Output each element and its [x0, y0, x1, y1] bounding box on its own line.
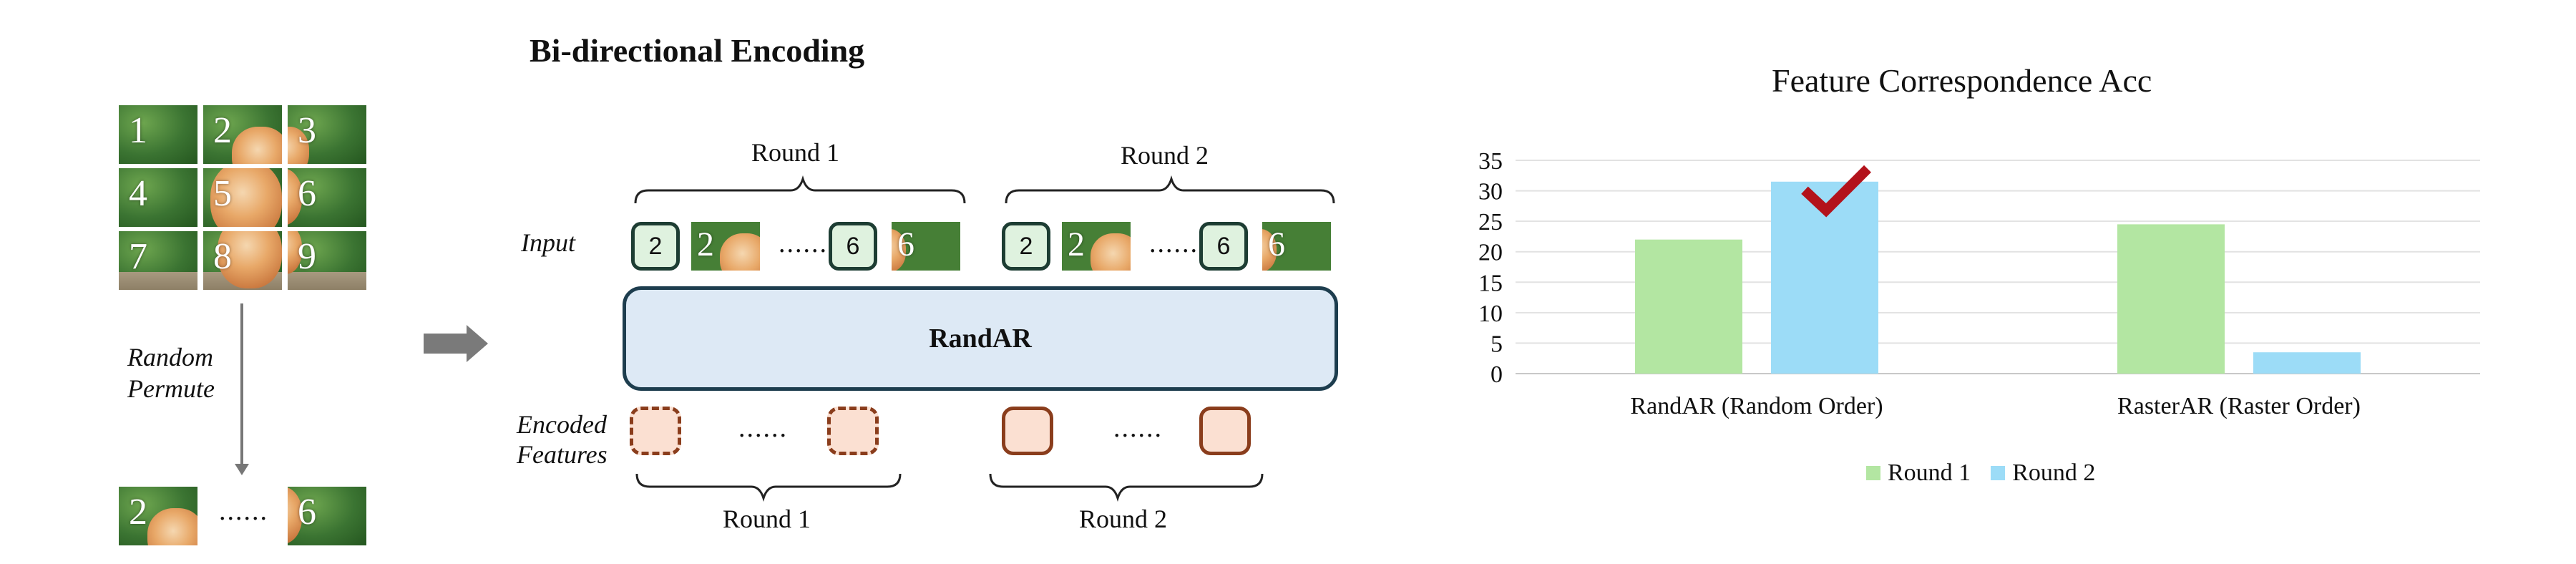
round2-bottom-brace: [989, 473, 1264, 502]
tile-number: 1: [129, 110, 147, 151]
tile-number: 4: [129, 173, 147, 214]
tile-number: 8: [213, 236, 232, 277]
permute-arrow-head: [235, 464, 249, 475]
bar: [2253, 352, 2361, 374]
encoded-feature: [1199, 407, 1251, 455]
input-image-patch: 6: [1262, 222, 1331, 271]
tile-number: 6: [298, 492, 316, 533]
y-tick-label: 10: [1478, 301, 1503, 327]
model-label: RandAR: [929, 324, 1032, 354]
encoded-feature: [827, 407, 879, 455]
round2-top-label: Round 2: [1121, 141, 1209, 170]
input-token: 2: [1002, 222, 1050, 271]
input-label: Input: [521, 228, 575, 257]
ellipsis: ......: [1113, 413, 1163, 443]
bar: [1635, 239, 1742, 374]
legend-swatch-round1: [1866, 466, 1880, 480]
patch-number: 6: [1268, 225, 1285, 263]
block-arrow-icon: [424, 325, 488, 362]
y-tick-label: 5: [1491, 331, 1503, 357]
tile-number: 9: [298, 236, 316, 277]
input-image-patch: 2: [691, 222, 760, 271]
chart-legend: Round 1 Round 2: [1866, 460, 2095, 487]
image-tile: 2: [203, 105, 282, 164]
ellipsis: ......: [779, 228, 828, 258]
input-token: 6: [1199, 222, 1248, 271]
checkmark-icon: [1801, 165, 1871, 218]
round2-bottom-label: Round 2: [1079, 505, 1168, 533]
input-image-patch: 2: [1062, 222, 1131, 271]
tile-number: 3: [298, 110, 316, 151]
legend-label-round2: Round 2: [2012, 460, 2096, 486]
tile-number: 2: [213, 110, 232, 151]
ellipsis: ......: [1149, 228, 1199, 258]
ellipsis: ......: [219, 496, 268, 526]
round2-top-brace: [1005, 175, 1335, 204]
round1-bottom-label: Round 1: [723, 505, 811, 533]
ellipsis: ......: [738, 413, 788, 443]
diagram-title: Bi-directional Encoding: [530, 32, 865, 69]
tile-number: 5: [213, 173, 232, 214]
permute-label-line1: Random: [127, 343, 213, 371]
legend-label-round1: Round 1: [1888, 460, 1971, 486]
bar: [1771, 181, 1878, 374]
tile-number: 2: [129, 492, 147, 533]
image-tile: 1: [119, 105, 197, 164]
y-tick-label: 35: [1478, 148, 1503, 175]
permuted-tile: 2: [119, 487, 197, 545]
tile-number: 6: [298, 173, 316, 214]
y-tick-label: 30: [1478, 179, 1503, 205]
randar-model-block: RandAR: [623, 286, 1338, 391]
round1-top-brace: [634, 175, 966, 204]
y-tick-label: 20: [1478, 240, 1503, 266]
y-tick-label: 25: [1478, 209, 1503, 235]
input-token: 6: [829, 222, 877, 271]
bar: [2117, 224, 2225, 374]
image-tile: 5: [203, 168, 282, 227]
image-tile: 4: [119, 168, 197, 227]
image-tile: 9: [288, 231, 366, 290]
patch-number: 6: [897, 225, 914, 263]
image-tile: 3: [288, 105, 366, 164]
encoded-label-line1: Encoded: [517, 410, 607, 439]
permute-label-line2: Permute: [127, 374, 215, 403]
legend-swatch-round2: [1991, 466, 2006, 480]
image-tile: 8: [203, 231, 282, 290]
encoded-feature: [630, 407, 681, 455]
round1-top-label: Round 1: [751, 138, 840, 167]
round1-bottom-brace: [635, 473, 902, 502]
patch-number: 2: [697, 225, 714, 263]
tile-number: 7: [129, 236, 147, 277]
image-tile: 7: [119, 231, 197, 290]
x-tick-label: RasterAR (Raster Order): [2117, 393, 2361, 419]
encoded-feature: [1002, 407, 1053, 455]
y-tick-label: 15: [1478, 270, 1503, 296]
encoded-label-line2: Features: [517, 440, 608, 469]
chart-title: Feature Correspondence Acc: [1772, 62, 2152, 99]
patch-number: 2: [1068, 225, 1085, 263]
image-tile: 6: [288, 168, 366, 227]
permuted-tile: 6: [288, 487, 366, 545]
y-tick-label: 0: [1491, 361, 1503, 388]
input-image-patch: 6: [892, 222, 960, 271]
x-tick-label: RandAR (Random Order): [1630, 393, 1883, 419]
input-token: 2: [631, 222, 680, 271]
